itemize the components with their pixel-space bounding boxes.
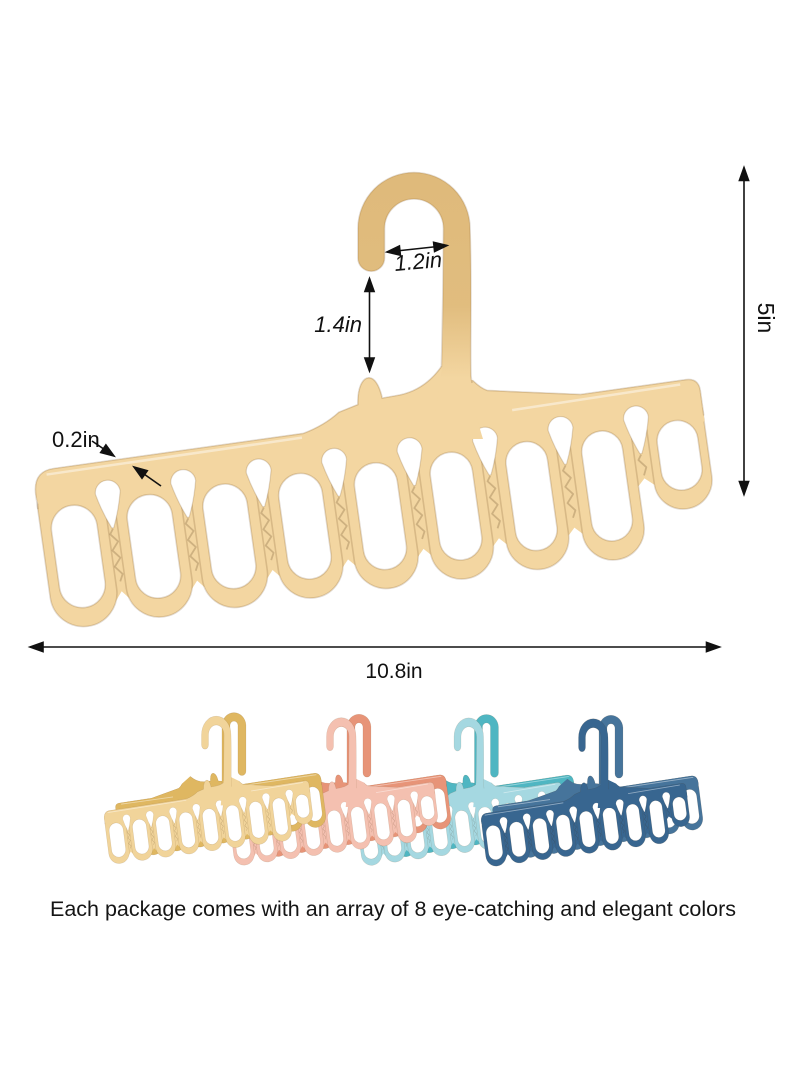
svg-text:Each package comes with an arr: Each package comes with an array of 8 ey… [50,897,736,921]
svg-text:1.4in: 1.4in [314,312,362,337]
svg-text:5in: 5in [753,303,779,334]
svg-text:0.2in: 0.2in [52,427,100,452]
svg-text:1.2in: 1.2in [393,247,443,276]
svg-text:10.8in: 10.8in [365,660,422,683]
